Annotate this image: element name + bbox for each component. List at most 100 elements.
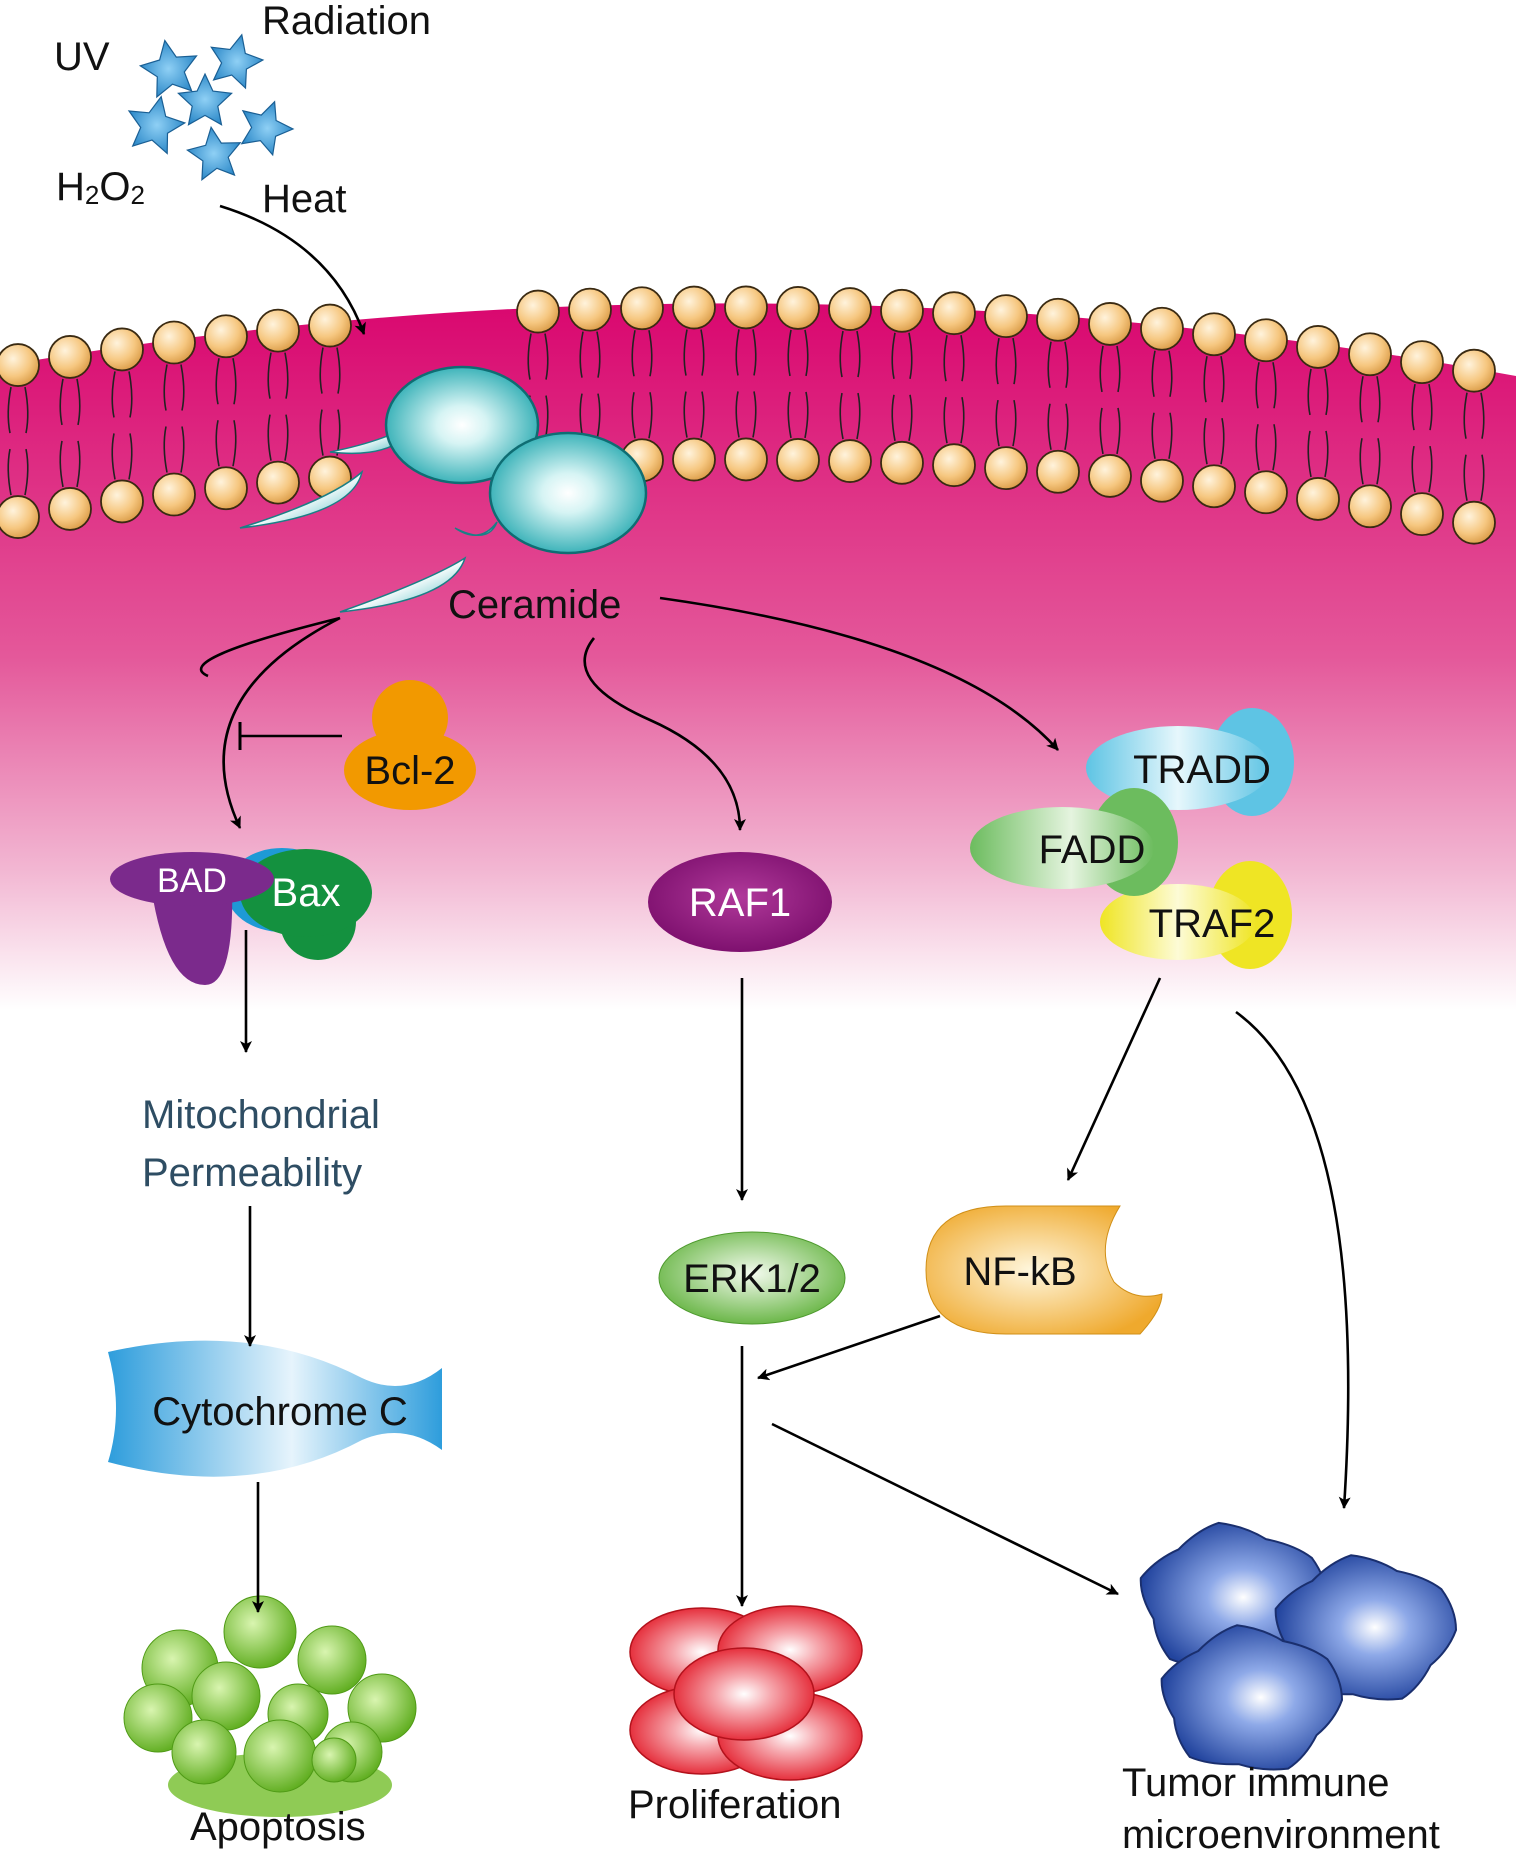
tumor-label-line2: microenvironment: [1122, 1813, 1440, 1856]
bcl2-label: Bcl-2: [364, 749, 455, 793]
bad-bax-complex: BAD Bax: [110, 848, 372, 985]
tumor-cell-cluster: [1139, 1521, 1458, 1771]
lipid: [516, 289, 560, 380]
pathway-arrows: [199, 204, 1351, 1613]
mito-label-line1: Mitochondrial: [142, 1093, 380, 1137]
raf1-protein: RAF1: [648, 852, 832, 952]
stimulus-star-icon: [177, 72, 233, 126]
lipid: [1036, 403, 1080, 494]
arrow-erk-to-tumor: [771, 1422, 1119, 1596]
lipid: [1192, 312, 1236, 403]
lipid: [932, 291, 976, 382]
raf1-label: RAF1: [689, 881, 791, 925]
lipid: [1088, 407, 1132, 498]
lipid: [308, 303, 352, 394]
lipid: [1140, 306, 1184, 397]
fadd-label: FADD: [1039, 828, 1146, 872]
tradd-label: TRADD: [1133, 748, 1271, 792]
proliferation-cell-cluster: [629, 1605, 863, 1781]
tumor-label-line1: Tumor immune: [1122, 1761, 1389, 1805]
erk-label: ERK1/2: [683, 1257, 821, 1301]
stress-stimuli-stars: [127, 33, 295, 181]
lipid: [1244, 318, 1288, 409]
lipid: [1244, 424, 1288, 515]
h2o2-label: H2O2: [56, 165, 145, 210]
lipid: [672, 391, 716, 482]
channel-spike: [454, 521, 498, 536]
apoptotic-body: [223, 1595, 297, 1669]
apoptotic-body: [297, 1625, 367, 1695]
lipid: [932, 397, 976, 488]
arrow-ceramide-to-raf1: [583, 637, 746, 831]
proliferating-cell: [673, 1647, 815, 1741]
lipid: [984, 294, 1028, 385]
ceramide-label: Ceramide: [448, 583, 621, 627]
lipid: [48, 335, 92, 426]
traf2-label: TRAF2: [1149, 902, 1276, 946]
ceramide-channel-lower: [488, 431, 648, 555]
apoptotic-body: [311, 1737, 357, 1783]
apoptotic-body: [171, 1719, 237, 1785]
stimulus-star-icon: [185, 125, 242, 181]
lipid: [1036, 297, 1080, 388]
death-receptor-complex: TRADD TRAF2 FADD: [970, 708, 1294, 969]
lipid: [880, 394, 924, 485]
lipid: [256, 308, 300, 399]
mito-label-line2: Permeability: [142, 1151, 362, 1195]
lipid: [152, 426, 196, 517]
radiation-label: Radiation: [262, 0, 431, 43]
lipid: [1296, 430, 1340, 521]
ceramide-channel-upper: [384, 365, 540, 485]
uv-label: UV: [54, 35, 110, 79]
lipid: [1296, 325, 1340, 416]
arrow-stimuli-to-membrane: [219, 204, 366, 335]
lipid: [828, 287, 872, 378]
lipid: [1452, 454, 1496, 545]
stimulus-star-icon: [127, 95, 187, 155]
nfkb-protein: NF-kB: [925, 1205, 1163, 1335]
erk-protein: ERK1/2: [658, 1231, 846, 1325]
proliferation-label: Proliferation: [628, 1783, 841, 1827]
lipid: [256, 414, 300, 505]
lipid: [1140, 412, 1184, 503]
arrow-ceramide-to-tradd: [659, 596, 1059, 751]
bcl2-protein: Bcl-2: [344, 680, 476, 810]
apoptosis-cell-cluster: [123, 1595, 417, 1817]
lipid: [100, 327, 144, 418]
lipid: [828, 392, 872, 483]
cytochrome-label: Cytochrome C: [152, 1390, 408, 1434]
lipid: [724, 391, 768, 482]
lipid: [776, 391, 820, 482]
lipid: [724, 285, 768, 376]
channel-spike: [339, 556, 467, 613]
lipid: [204, 314, 248, 405]
arrow-traf2-to-tumor: [1235, 1010, 1351, 1509]
arrow-ceramide-to-bad: [199, 616, 341, 828]
lipid: [880, 288, 924, 379]
tumor-cell: [1160, 1624, 1344, 1771]
lipid: [204, 420, 248, 511]
lipid: [1348, 438, 1392, 529]
lipid: [0, 343, 40, 434]
arrow-traf2-to-nfkb: [1066, 977, 1162, 1181]
lipid: [100, 433, 144, 524]
lipid: [1400, 340, 1444, 431]
apoptotic-body: [123, 1683, 193, 1753]
lipid: [620, 286, 664, 377]
apoptotic-body: [243, 1719, 317, 1793]
lipid: [1348, 332, 1392, 423]
arrow-nfkb-to-pathway: [757, 1314, 941, 1381]
lipid: [776, 286, 820, 377]
lipid: [48, 440, 92, 531]
stimulus-star-icon: [240, 100, 295, 157]
lipid: [568, 287, 612, 378]
lipid: [0, 448, 40, 539]
lipid-bilayer: [0, 285, 1496, 545]
cytochrome-c: Cytochrome C: [108, 1340, 442, 1477]
bad-label: BAD: [157, 862, 227, 900]
bax-label: Bax: [272, 871, 341, 915]
ceramide-channel-complex: [239, 365, 648, 613]
heat-label: Heat: [262, 177, 347, 221]
lipid: [1192, 418, 1236, 509]
